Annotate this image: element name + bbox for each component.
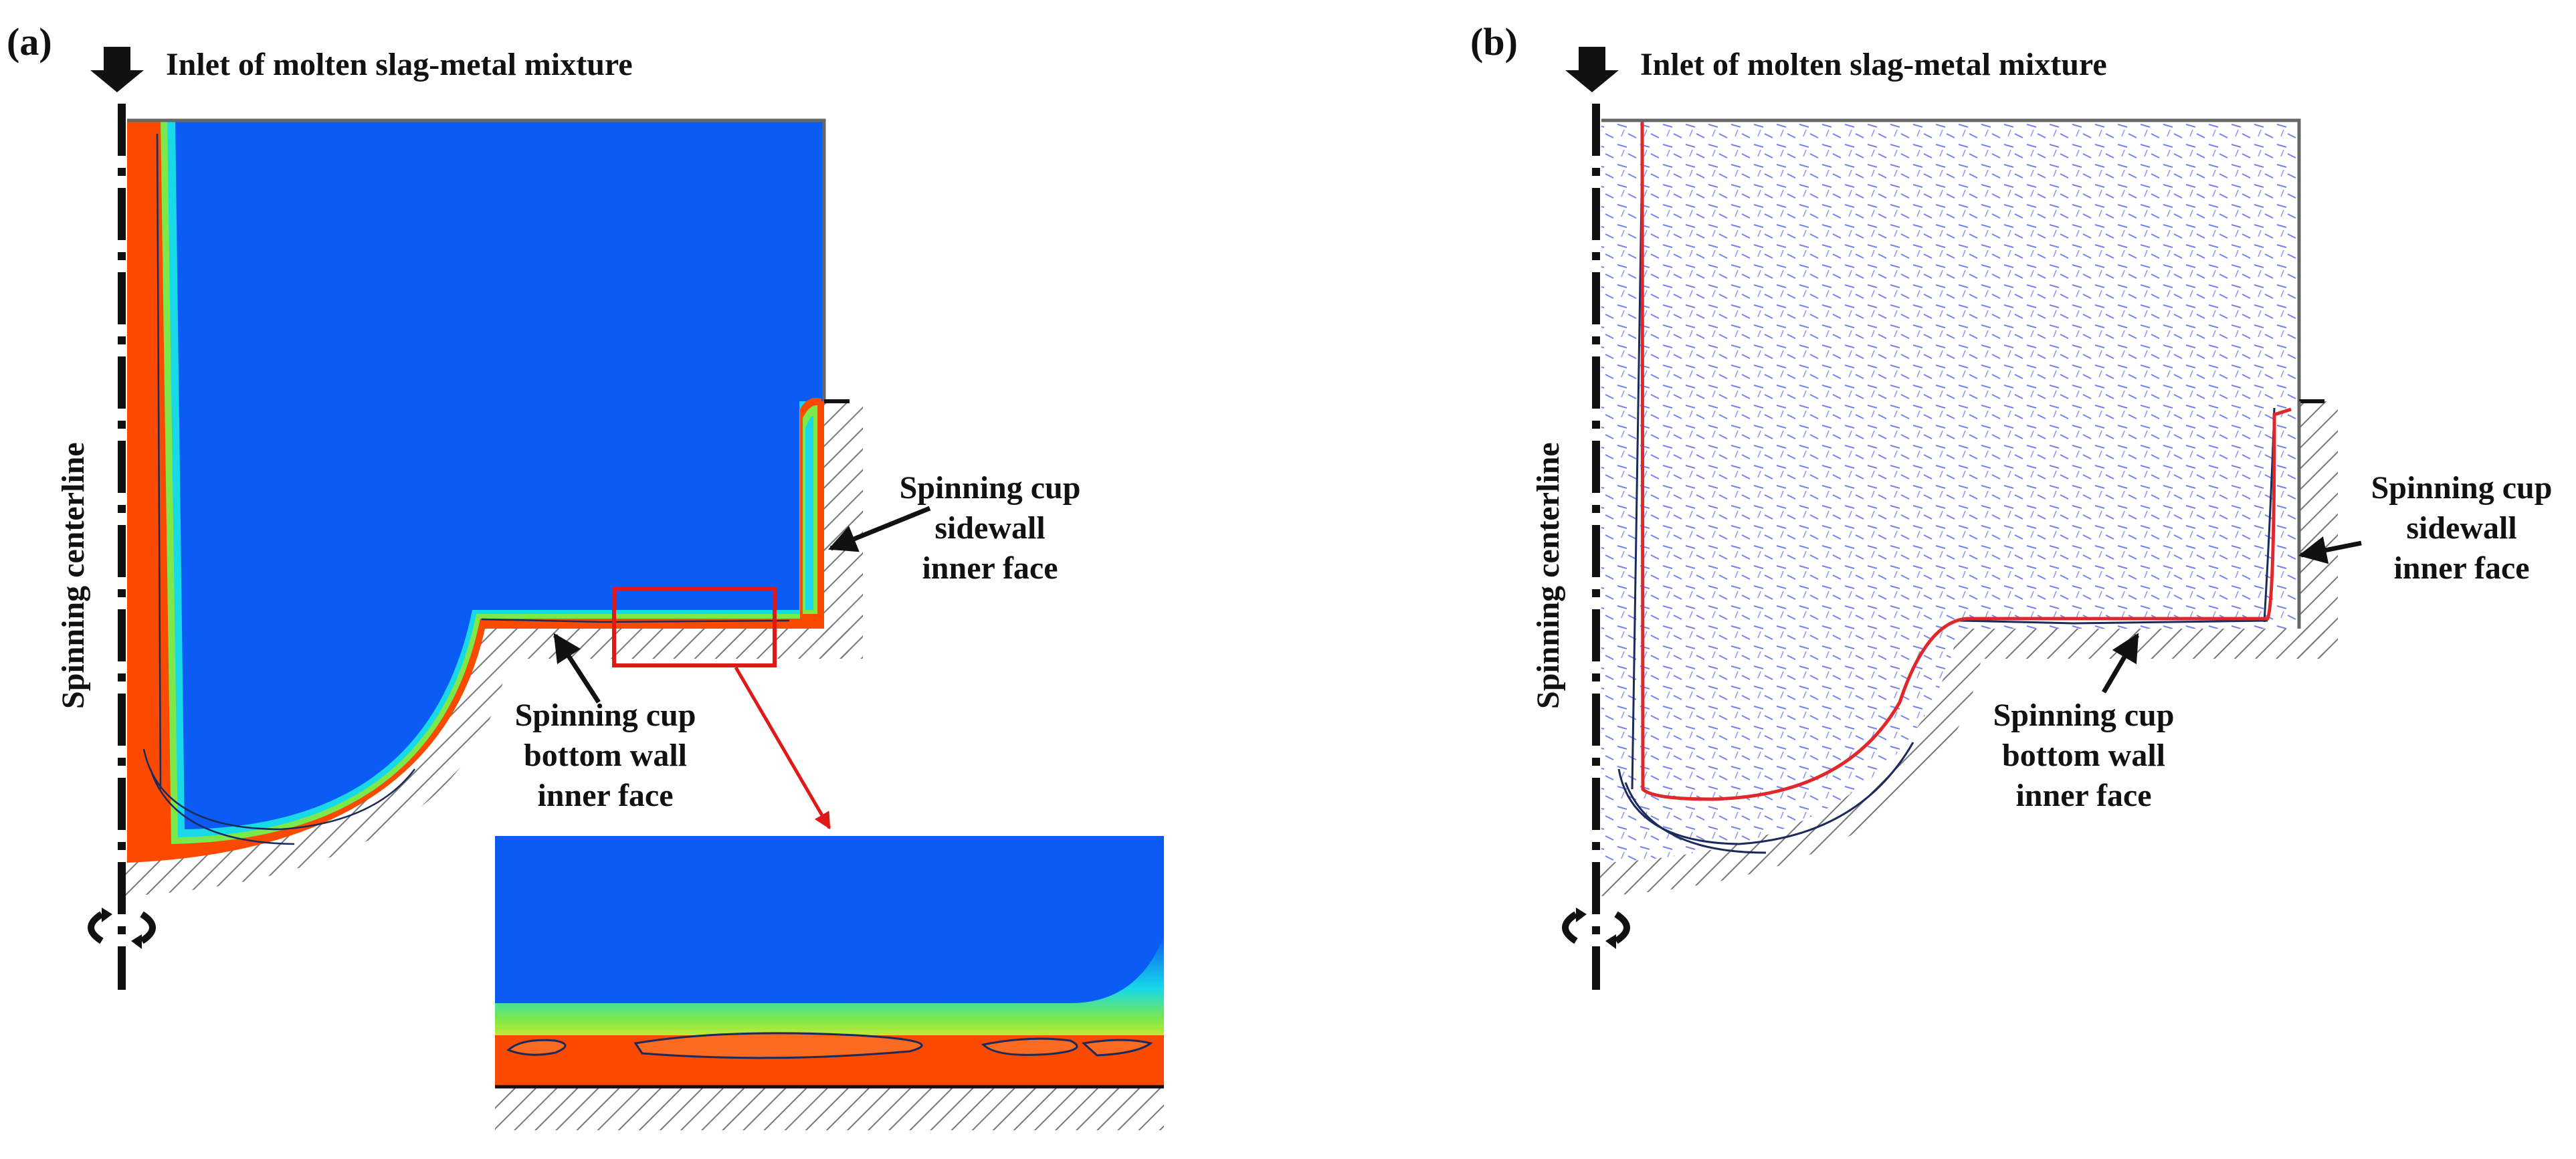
panel-a-wall-hatch-side	[823, 401, 863, 659]
panel-a-bottom-callout: Spinning cup bottom wall inner face	[515, 633, 696, 813]
panel-b-bottom-arrow	[2101, 633, 2140, 694]
panel-b-wall-hatch-side	[2298, 401, 2338, 659]
panel-a-domain-border	[127, 118, 826, 401]
panel-a-bottom-label-2: bottom wall	[524, 738, 687, 773]
inlet-arrow-icon	[90, 47, 144, 92]
panel-b-sidewall-label-2: sidewall	[2406, 510, 2516, 546]
panel-b-label: (b)	[1470, 20, 1518, 64]
panel-b-sidewall-callout: Spinning cup sidewall inner face	[2298, 470, 2553, 586]
panel-a-bottom-arrow	[553, 633, 601, 704]
panel-a-sidewall-arrow	[828, 506, 931, 552]
panel-b-velocity-vectors	[1601, 120, 2299, 863]
panel-a-sidewall-label-1: Spinning cup	[900, 470, 1081, 506]
zoom-box	[612, 587, 777, 667]
panel-b-sidewall-arrow	[2298, 536, 2362, 564]
zoom-arrow	[734, 666, 831, 830]
panel-a-sidewall-label-3: inner face	[922, 550, 1058, 586]
panel-b-inlet-label: Inlet of molten slag-metal mixture	[1640, 47, 2107, 82]
panel-b-centerline-label: Spinning centerline	[1530, 442, 1566, 709]
panel-a-bottom-label-3: inner face	[537, 778, 673, 813]
panel-b-bottom-callout: Spinning cup bottom wall inner face	[1993, 633, 2175, 813]
panel-a-slag-upper	[799, 120, 824, 401]
panel-a-sidewall-cyan	[805, 415, 813, 610]
inset-wall-hatch	[495, 1087, 1164, 1130]
panel-a: (a) Inlet of molten slag-metal mixture	[7, 20, 1164, 1130]
rotation-icon	[88, 908, 156, 949]
panel-b-bottom-label-2: bottom wall	[2002, 738, 2165, 773]
panel-b-sidewall-label-3: inner face	[2393, 550, 2529, 586]
panel-a-inlet-label: Inlet of molten slag-metal mixture	[166, 47, 633, 82]
panel-a-sidewall-callout: Spinning cup sidewall inner face	[828, 470, 1081, 586]
panel-a-contours	[142, 133, 790, 845]
panel-a-sidewall-label-2: sidewall	[934, 510, 1045, 546]
panel-b: (b) Inlet of molten slag-metal mixture	[1470, 20, 2552, 990]
rotation-icon	[1562, 908, 1630, 949]
panel-a-slag-phase	[175, 120, 799, 829]
panel-a-centerline-label: Spinning centerline	[56, 442, 91, 709]
panel-a-label: (a)	[7, 20, 52, 64]
zoom-inset	[495, 836, 1164, 1130]
panel-b-domain-border	[1601, 118, 2301, 401]
inset-contours	[506, 1032, 1153, 1059]
inlet-arrow-icon	[1565, 47, 1619, 92]
panel-b-bottom-label-1: Spinning cup	[1993, 698, 2175, 733]
panel-b-interface-line	[1640, 120, 2292, 801]
panel-b-sidewall-label-1: Spinning cup	[2371, 470, 2553, 506]
panel-a-bottom-label-1: Spinning cup	[515, 698, 696, 733]
panel-b-bottom-label-3: inner face	[2015, 778, 2151, 813]
